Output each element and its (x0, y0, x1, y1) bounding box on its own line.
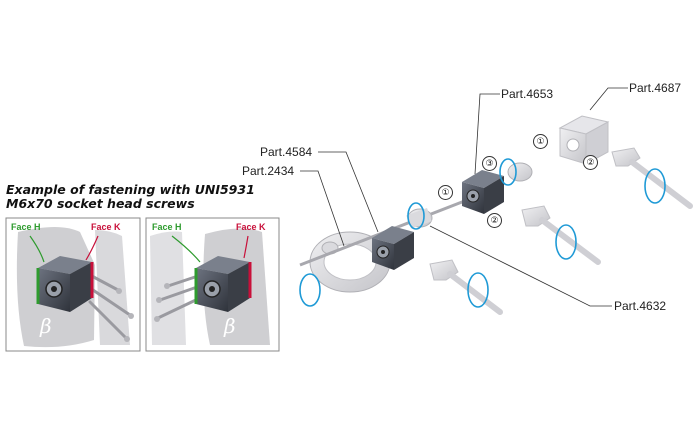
fastening-caption: Example of fastening with UNI5931 M6x70 … (6, 183, 255, 211)
gearbox-part-4687 (558, 115, 610, 165)
ghost-knob-2 (521, 205, 601, 265)
caption-line-2: M6x70 socket head screws (6, 196, 195, 211)
marker-1-lower: ① (438, 185, 453, 200)
right-face-h-label: Face H (152, 222, 182, 232)
ghost-knob-1 (611, 147, 693, 209)
label-part-4687: Part.4687 (629, 81, 682, 95)
label-part-2434: Part.2434 (242, 164, 295, 178)
leader-lines (300, 87, 628, 307)
caption-line-1: Example of fastening with UNI5931 (6, 182, 255, 197)
left-face-k-label: Face K (91, 222, 121, 232)
inset-left-panel: β (5, 217, 141, 352)
right-face-k-label: Face K (236, 222, 266, 232)
svg-text:β: β (39, 314, 52, 338)
marker-2-lower: ② (487, 213, 502, 228)
inset-right-panel: β (145, 217, 280, 352)
left-face-h-label: Face H (11, 222, 41, 232)
ghost-knob-3 (429, 259, 503, 315)
svg-text:β: β (223, 314, 236, 338)
coupling-part-right (507, 162, 533, 182)
gearbox-part-4584 (372, 226, 414, 270)
gearbox-part-4653 (462, 170, 504, 214)
label-part-4632: Part.4632 (614, 299, 667, 313)
marker-3: ③ (482, 156, 497, 171)
marker-2-upper: ② (583, 155, 598, 170)
rotation-arrows (299, 158, 666, 308)
label-part-4653: Part.4653 (501, 87, 554, 101)
label-part-4584: Part.4584 (260, 145, 313, 159)
marker-1-upper: ① (533, 134, 548, 149)
